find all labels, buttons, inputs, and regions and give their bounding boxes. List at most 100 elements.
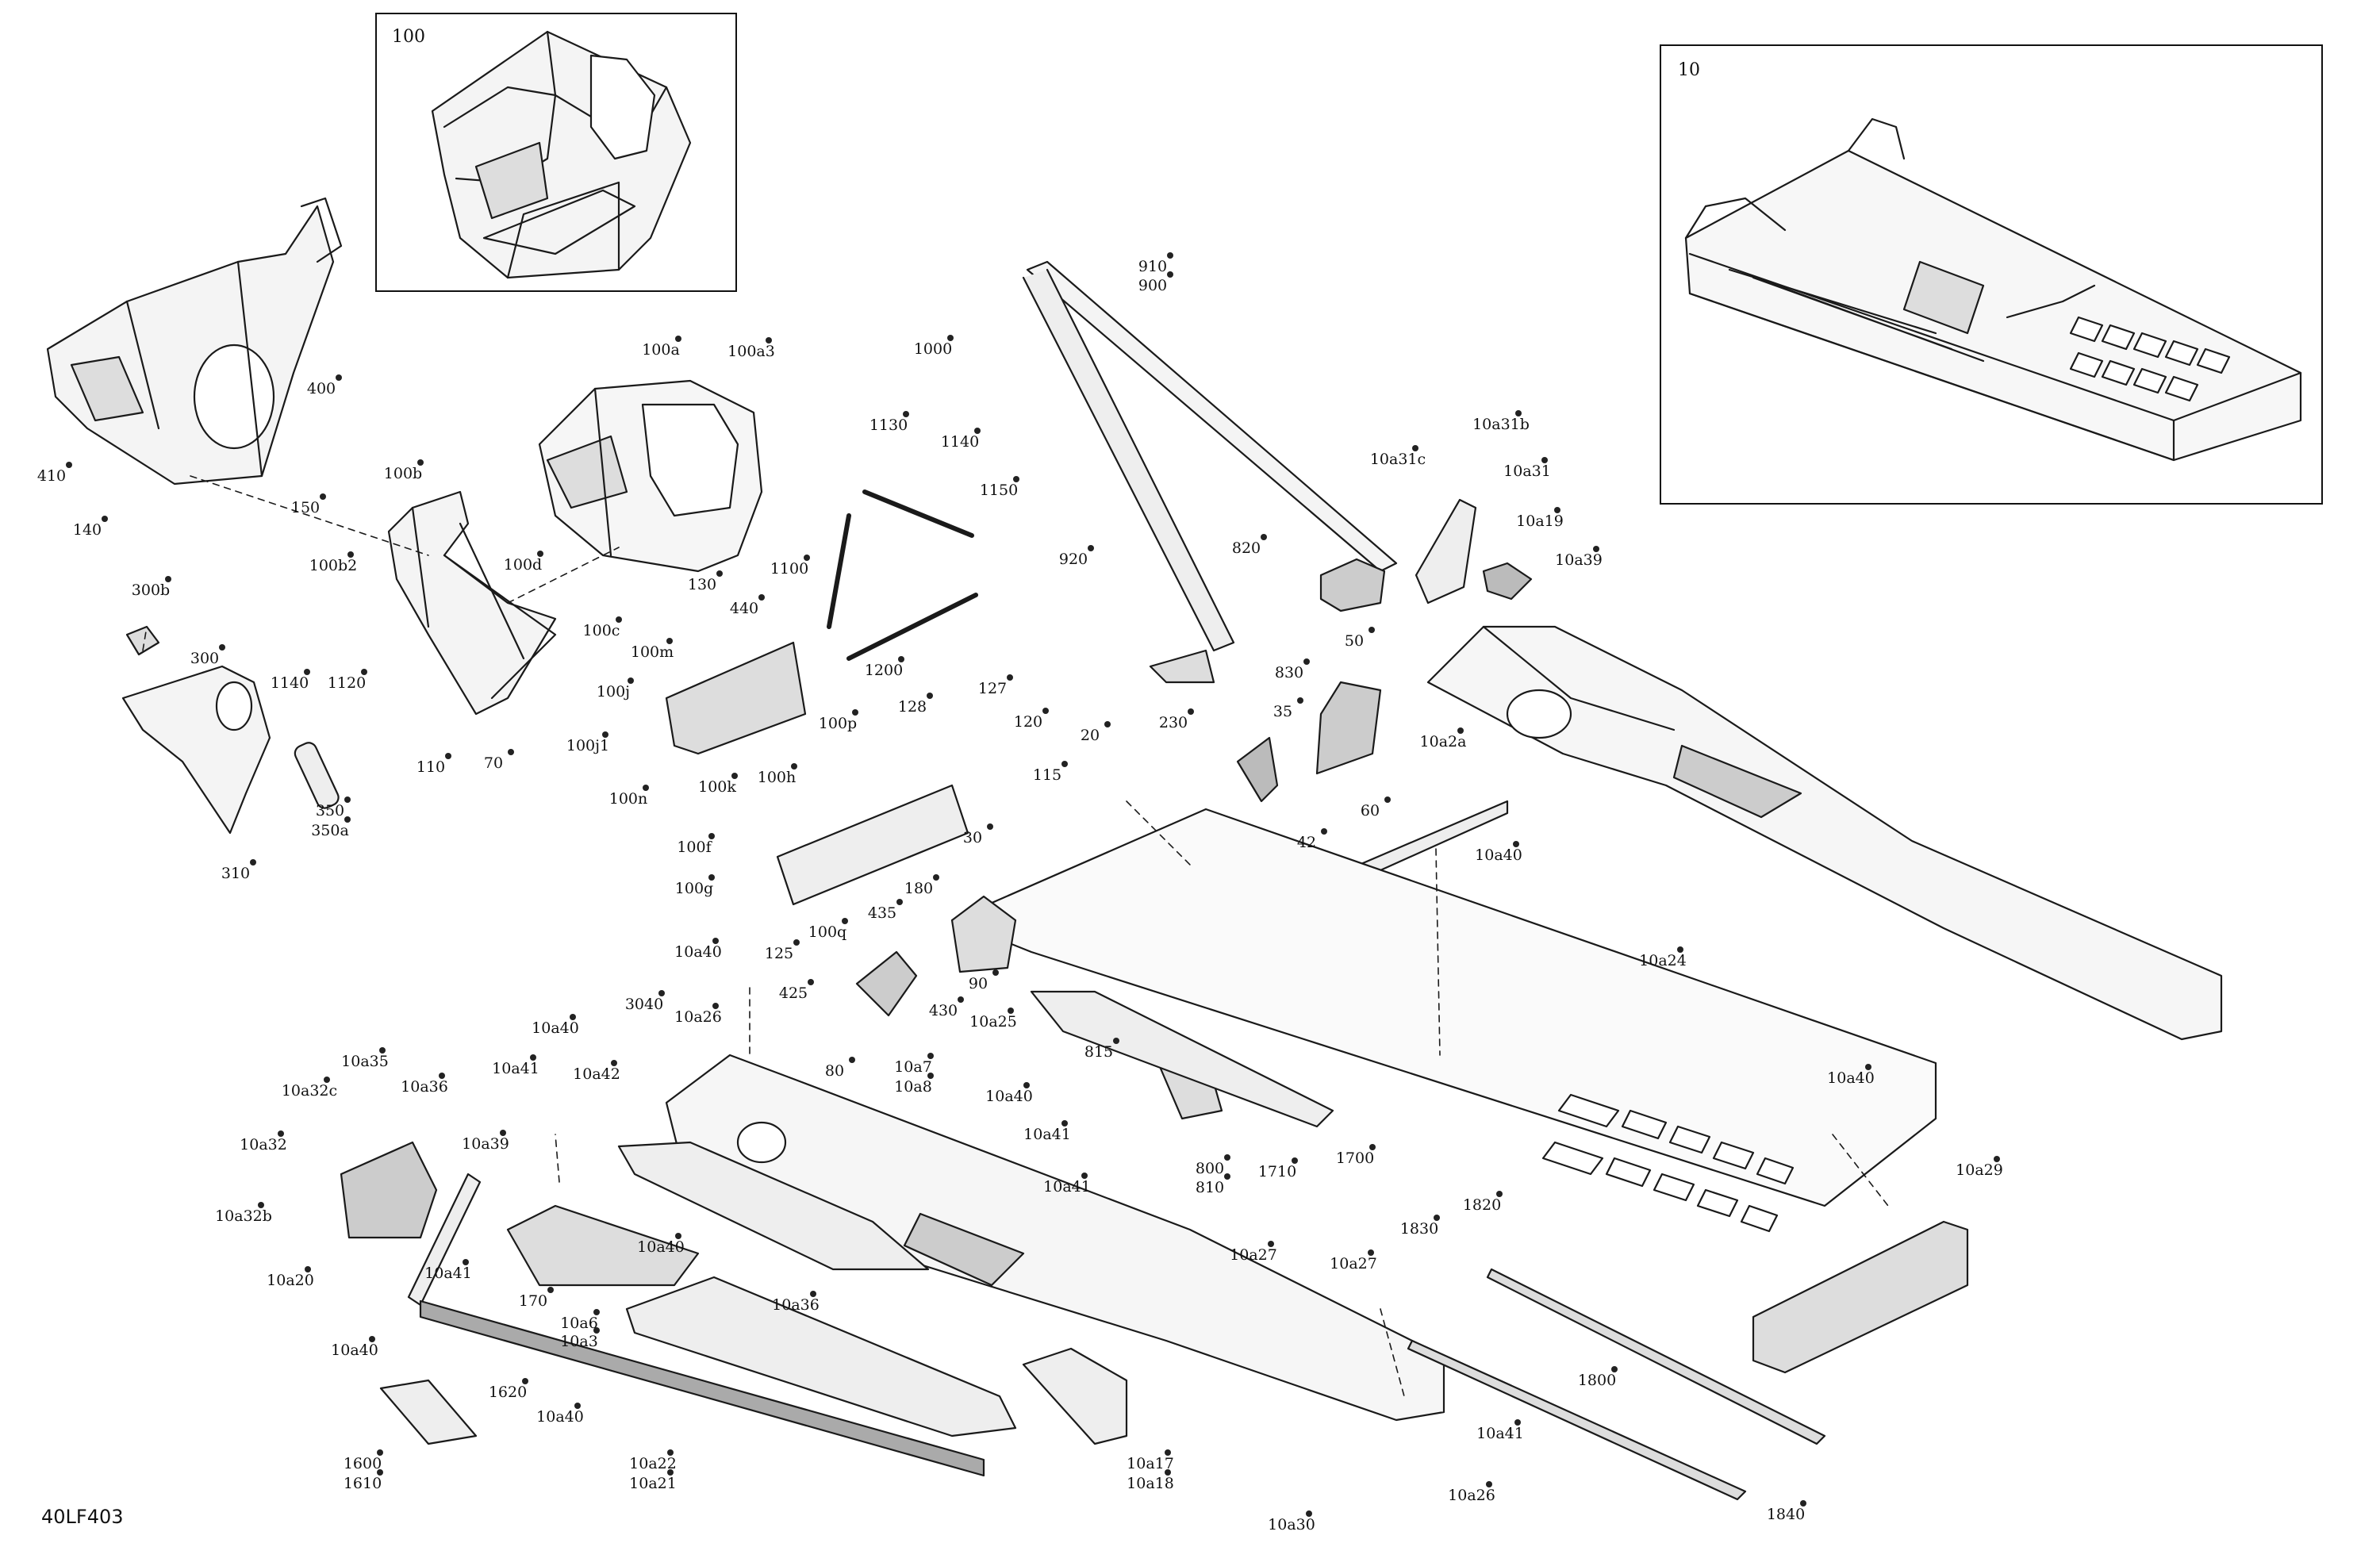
callout-350a: 350a [311, 822, 349, 839]
fastener-10a26b [1486, 1481, 1492, 1487]
fastener-10a20 [305, 1266, 311, 1272]
main-tunnel [950, 808, 1937, 1233]
callout-150: 150 [290, 499, 321, 516]
callout-100p: 100p [818, 715, 858, 732]
fastener-35 [1297, 697, 1303, 704]
fastener-10a40a [1513, 841, 1519, 847]
fastener-100j [628, 677, 634, 684]
suspension-housing-400 [46, 197, 343, 486]
fastener-10a31c [1412, 445, 1418, 451]
callout-10a41: 10a41 [1023, 1126, 1071, 1143]
fastener-10a31b [1515, 410, 1522, 416]
callout-80: 80 [824, 1062, 845, 1080]
fastener-410 [66, 462, 72, 468]
fastener-120 [1042, 708, 1049, 714]
fastener-100h [791, 763, 797, 770]
callout-820: 820 [1231, 539, 1261, 557]
fastener-820 [1261, 534, 1267, 540]
callout-10a25: 10a25 [969, 1013, 1017, 1031]
plate-30 [950, 895, 1017, 973]
fastener-10a3 [593, 1327, 600, 1334]
callout-10a18: 10a18 [1127, 1475, 1174, 1492]
plate-50 [1315, 681, 1382, 775]
callout-1140: 1140 [940, 433, 980, 451]
callout-10a32: 10a32 [240, 1136, 287, 1153]
callout-1200: 1200 [864, 662, 904, 679]
strip-10a20 [407, 1173, 482, 1307]
front-frame-module-inset-drawing [431, 30, 692, 279]
callout-128: 128 [897, 698, 927, 716]
callout-100b2: 100b2 [309, 557, 358, 574]
fastener-10a27a [1268, 1241, 1274, 1247]
callout-10a6: 10a6 [560, 1315, 598, 1332]
fastener-10a7 [927, 1053, 934, 1059]
fastener-10a42 [611, 1060, 617, 1066]
callout-10a42: 10a42 [573, 1065, 620, 1083]
fastener-110 [445, 753, 451, 759]
callout-10a36: 10a36 [772, 1296, 820, 1314]
callout-35: 35 [1273, 703, 1293, 720]
fastener-80 [849, 1057, 855, 1063]
callout-100f: 100f [677, 839, 712, 856]
fastener-800 [1224, 1154, 1230, 1161]
fastener-1820 [1496, 1191, 1503, 1197]
fastener-440 [758, 594, 765, 601]
callout-1830: 1830 [1399, 1220, 1439, 1238]
fastener-1710 [1292, 1157, 1298, 1164]
rail-1700 [1030, 990, 1334, 1128]
fastener-20 [1104, 721, 1111, 727]
fastener-1130 [903, 411, 909, 417]
callout-100m: 100m [630, 643, 674, 661]
callout-800: 800 [1195, 1160, 1225, 1177]
fastener-430 [958, 996, 964, 1003]
callout-1840: 1840 [1766, 1506, 1806, 1523]
callout-435: 435 [867, 904, 897, 922]
fastener-920 [1088, 545, 1094, 551]
plate-100j [665, 641, 807, 755]
fairing-10a36 [617, 1141, 930, 1271]
fastener-10a32c [324, 1077, 330, 1083]
fastener-10a27b [1368, 1249, 1374, 1256]
callout-1700: 1700 [1335, 1150, 1375, 1167]
fastener-10a40h [369, 1336, 375, 1342]
callout-10a26: 10a26 [1448, 1487, 1495, 1504]
fastener-100n [643, 785, 649, 791]
fastener-815 [1113, 1038, 1119, 1044]
callout-10a40: 10a40 [985, 1088, 1033, 1105]
fastener-3040 [658, 990, 665, 996]
inset-chassis-box [1660, 44, 2323, 505]
callout-100b: 100b [383, 465, 423, 482]
running-board-10a22 [625, 1276, 1017, 1437]
fastener-10a41b [463, 1259, 469, 1265]
fastener-128 [927, 693, 933, 699]
callout-300b: 300b [131, 582, 171, 599]
fastener-1700 [1369, 1144, 1376, 1150]
fastener-90 [992, 969, 999, 976]
fastener-140 [102, 516, 108, 522]
callout-350: 350 [315, 802, 345, 819]
fastener-150 [320, 493, 326, 500]
callout-10a21: 10a21 [629, 1475, 677, 1492]
callout-100c: 100c [582, 622, 620, 639]
callout-10a32c: 10a32c [281, 1082, 338, 1100]
fastener-1800 [1611, 1366, 1618, 1372]
callout-100a3: 100a3 [727, 343, 775, 360]
fastener-125 [793, 939, 800, 946]
callout-910: 910 [1138, 258, 1168, 275]
fastener-1100 [804, 555, 810, 561]
callout-10a41: 10a41 [1476, 1425, 1524, 1442]
fastener-350a [344, 816, 351, 823]
fastener-10a25 [1008, 1008, 1014, 1014]
callout-130: 130 [687, 576, 717, 593]
callout-10a7: 10a7 [894, 1058, 932, 1076]
fastener-130 [716, 570, 723, 577]
end-cap-10a29 [1752, 1220, 1969, 1374]
callout-10a31c: 10a31c [1369, 451, 1426, 468]
fastener-100p [852, 709, 858, 716]
callout-230: 230 [1158, 714, 1188, 731]
callout-830: 830 [1274, 664, 1304, 681]
fastener-100b [417, 459, 424, 466]
callout-10a26: 10a26 [674, 1008, 722, 1026]
callout-1150: 1150 [979, 482, 1019, 499]
fastener-115 [1061, 761, 1068, 767]
